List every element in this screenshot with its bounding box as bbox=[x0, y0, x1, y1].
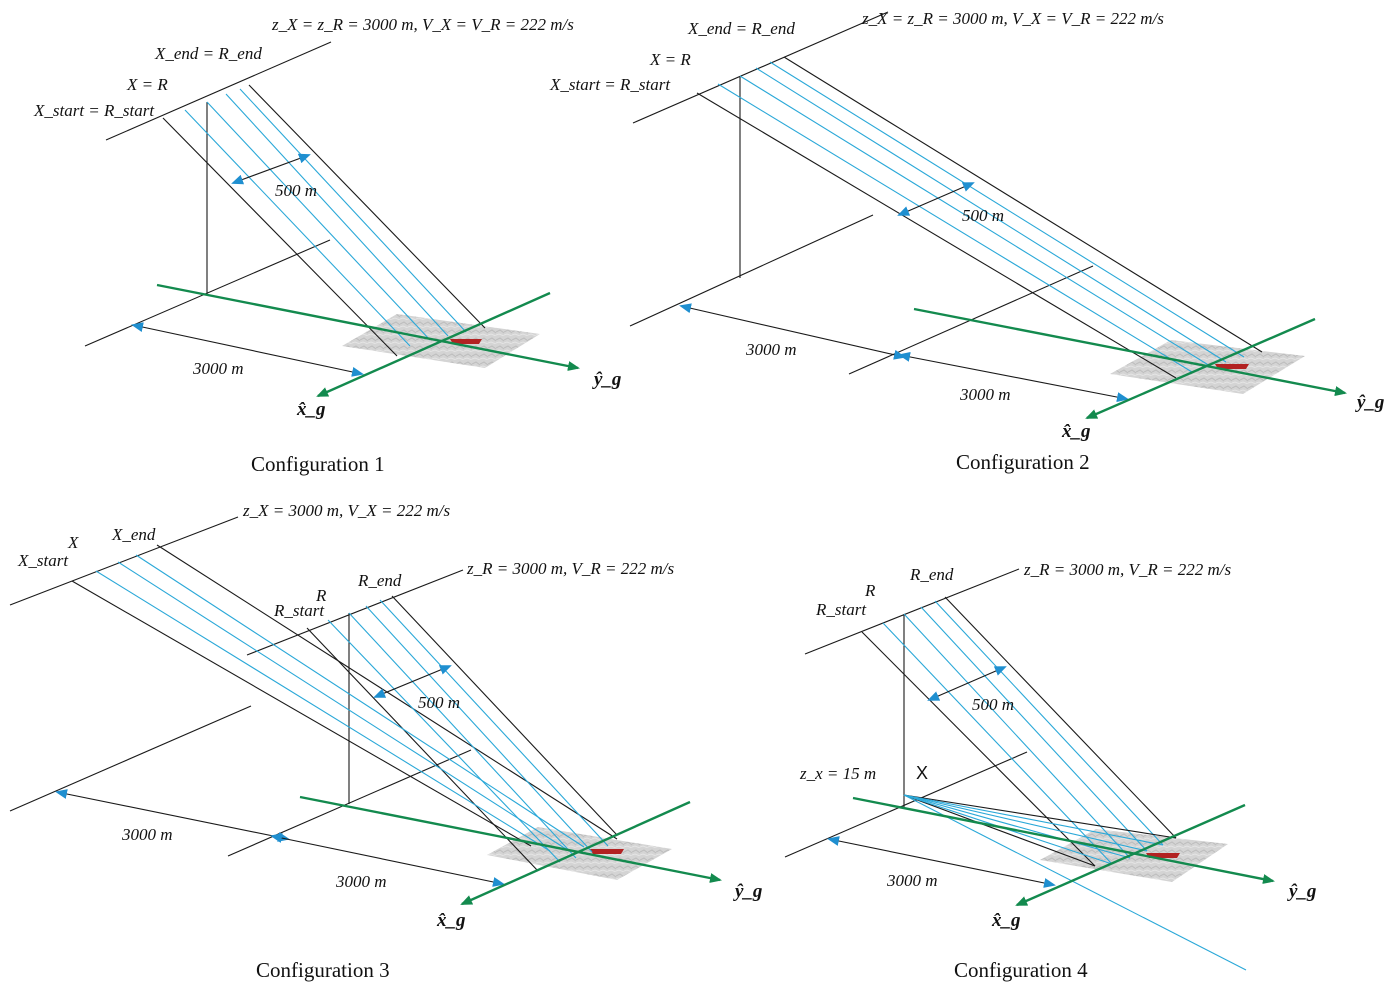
config4-label-r-start: R_start bbox=[815, 600, 867, 619]
config4-beam-edge-far bbox=[944, 596, 1177, 839]
config4-y-axis-label: ŷ_g bbox=[1287, 881, 1316, 902]
config4-rays bbox=[882, 600, 1164, 865]
config2-x-axis-arrow bbox=[1085, 317, 1316, 420]
config2-panel: z_X = z_R = 3000 m, V_X = V_R = 222 m/s … bbox=[549, 9, 1384, 474]
config1-label-mid: X = R bbox=[126, 75, 168, 94]
config1-distance-label: 3000 m bbox=[192, 359, 244, 378]
config3-x-axis-arrow bbox=[460, 800, 691, 906]
config2-ground-line bbox=[629, 214, 874, 327]
config2-beam-edge-far bbox=[783, 56, 1263, 353]
config4-x-axis-arrow bbox=[1015, 803, 1246, 907]
config2-params: z_X = z_R = 3000 m, V_X = V_R = 222 m/s bbox=[861, 9, 1164, 28]
config2-label-start: X_start = R_start bbox=[549, 75, 671, 94]
config4-distance-label: 3000 m bbox=[886, 871, 938, 890]
config4-beam-edge-near bbox=[861, 631, 1096, 867]
config1-x-axis-label: x̂_g bbox=[296, 399, 326, 420]
config3-label-r: R bbox=[315, 586, 327, 605]
config3-distance-arrow-1 bbox=[55, 789, 290, 842]
config3-distance-label-2: 3000 m bbox=[335, 872, 387, 891]
config4-params-r: z_R = 3000 m, V_R = 222 m/s bbox=[1023, 560, 1231, 579]
config2-label-end: X_end = R_end bbox=[687, 19, 795, 38]
config1-beam-edge-near bbox=[162, 117, 398, 357]
config3-r-beam-edge-far bbox=[391, 595, 618, 836]
config4-width-arrow bbox=[927, 666, 1007, 701]
config1-y-axis-label: ŷ_g bbox=[592, 369, 621, 390]
config4-low-x-rays bbox=[903, 794, 1247, 971]
config3-x-beam-edge-near bbox=[71, 580, 532, 847]
config2-caption: Configuration 2 bbox=[956, 450, 1090, 474]
config1-beam-edge-far bbox=[248, 84, 486, 329]
config2-y-axis-label: ŷ_g bbox=[1355, 392, 1384, 413]
config1-ship-icon bbox=[450, 339, 482, 344]
config2-flight-track bbox=[632, 11, 889, 124]
config2-x-axis-label: x̂_g bbox=[1061, 421, 1091, 442]
config1-y-axis-arrow bbox=[156, 283, 580, 371]
config1-params: z_X = z_R = 3000 m, V_X = V_R = 222 m/s bbox=[271, 15, 574, 34]
config3-caption: Configuration 3 bbox=[256, 958, 390, 982]
config2-ship-icon bbox=[1215, 364, 1249, 369]
config3-y-axis-label: ŷ_g bbox=[733, 881, 762, 902]
config3-params-x: z_X = 3000 m, V_X = 222 m/s bbox=[242, 501, 450, 520]
config3-label-x: X bbox=[67, 533, 79, 552]
config2-distance-arrow-1 bbox=[679, 303, 906, 360]
config3-ground-line bbox=[9, 705, 252, 812]
config1-panel: z_X = z_R = 3000 m, V_X = V_R = 222 m/s … bbox=[33, 15, 621, 476]
config3-ship-icon bbox=[590, 849, 624, 854]
config1-rays bbox=[184, 88, 467, 347]
config2-distance-arrow-2 bbox=[898, 351, 1129, 403]
config2-y-axis-arrow bbox=[913, 307, 1347, 396]
config3-panel: z_X = 3000 m, V_X = 222 m/s z_R = 3000 m… bbox=[9, 501, 762, 982]
config3-distance-arrow-2 bbox=[270, 833, 505, 887]
config4-label-r-end: R_end bbox=[909, 565, 954, 584]
config4-panel: z_R = 3000 m, V_R = 222 m/s R_start R R_… bbox=[784, 560, 1316, 982]
config3-y-axis-arrow bbox=[299, 795, 722, 883]
config4-label-r: R bbox=[864, 581, 876, 600]
config3-sea-patch bbox=[487, 827, 672, 880]
config3-width-label: 500 m bbox=[418, 693, 460, 712]
config4-distance-arrow bbox=[827, 836, 1056, 888]
config2-rays bbox=[717, 61, 1245, 373]
config3-params-r: z_R = 3000 m, V_R = 222 m/s bbox=[466, 559, 674, 578]
config4-ground-line bbox=[784, 751, 1028, 858]
config4-r-flight-track bbox=[804, 568, 1020, 655]
config4-sea-patch bbox=[1040, 829, 1228, 882]
config2-distance-label-1: 3000 m bbox=[745, 340, 797, 359]
config3-label-r-end: R_end bbox=[357, 571, 402, 590]
config4-caption: Configuration 4 bbox=[954, 958, 1088, 982]
config3-r-beam-edge-near bbox=[306, 627, 539, 872]
config2-width-label: 500 m bbox=[962, 206, 1004, 225]
config3-label-r-start: R_start bbox=[273, 601, 325, 620]
config2-beam-edge-near bbox=[696, 92, 1177, 379]
config1-label-end: X_end = R_end bbox=[154, 44, 262, 63]
config3-rays bbox=[95, 554, 609, 863]
config1-label-start: X_start = R_start bbox=[33, 101, 155, 120]
config1-x-axis-arrow bbox=[316, 291, 551, 398]
config3-x-axis-label: x̂_g bbox=[436, 910, 466, 931]
config1-caption: Configuration 1 bbox=[251, 452, 385, 476]
config3-distance-label-1: 3000 m bbox=[121, 825, 173, 844]
config4-x-label: X bbox=[916, 763, 928, 783]
config3-label-x-start: X_start bbox=[17, 551, 69, 570]
config4-zx-label: z_x = 15 m bbox=[799, 764, 876, 783]
config4-width-label: 500 m bbox=[972, 695, 1014, 714]
config1-flight-track bbox=[105, 41, 332, 141]
config1-width-label: 500 m bbox=[275, 181, 317, 200]
config1-distance-arrow bbox=[131, 322, 364, 377]
config3-x-flight-track bbox=[9, 516, 239, 606]
config1-width-arrow bbox=[231, 153, 311, 185]
config2-width-arrow bbox=[897, 182, 975, 216]
config4-y-axis-arrow bbox=[852, 796, 1275, 884]
config2-label-mid: X = R bbox=[649, 50, 691, 69]
config2-distance-label-2: 3000 m bbox=[959, 385, 1011, 404]
config4-x-axis-label: x̂_g bbox=[991, 910, 1021, 931]
config3-label-x-end: X_end bbox=[111, 525, 156, 544]
config3-r-flight-track bbox=[246, 569, 464, 656]
config3-width-arrow bbox=[373, 665, 452, 698]
